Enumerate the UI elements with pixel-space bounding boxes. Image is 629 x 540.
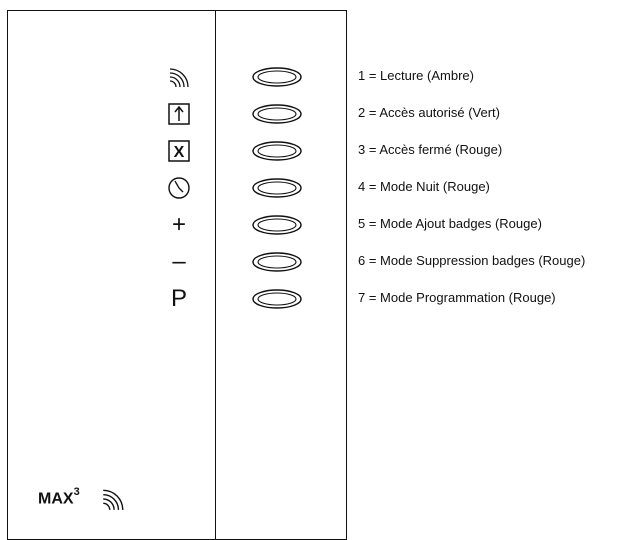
brand-signal-waves-icon — [103, 489, 124, 510]
led-indicator-6 — [252, 252, 302, 272]
letter-p-icon: P — [166, 286, 192, 312]
led-indicator-7 — [252, 289, 302, 309]
clock-icon — [166, 175, 192, 201]
indicator-label-6: 6 = Mode Suppression badges (Rouge) — [358, 253, 586, 268]
plus-glyph: + — [171, 211, 186, 238]
indicator-row-6: – 6 = Mode Suppression badges (Rouge) — [0, 247, 629, 277]
indicator-row-3: X 3 = Accès fermé (Rouge) — [0, 136, 629, 166]
brand-superscript: 3 — [73, 486, 80, 498]
plus-icon: + — [166, 212, 192, 238]
indicator-label-4: 4 = Mode Nuit (Rouge) — [358, 179, 490, 194]
led-indicator-5 — [252, 215, 302, 235]
up-arrow-box-icon — [166, 101, 192, 127]
panel-divider — [215, 10, 216, 540]
x-box-icon: X — [166, 138, 192, 164]
indicator-label-5: 5 = Mode Ajout badges (Rouge) — [358, 216, 542, 231]
p-glyph: P — [170, 285, 187, 312]
indicator-row-2: 2 = Accès autorisé (Vert) — [0, 99, 629, 129]
x-box-glyph: X — [174, 144, 185, 161]
indicator-label-1: 1 = Lecture (Ambre) — [358, 68, 474, 83]
indicator-label-2: 2 = Accès autorisé (Vert) — [358, 105, 500, 120]
led-indicator-2 — [252, 104, 302, 124]
device-panel — [7, 10, 347, 540]
brand-name: MAX — [38, 490, 74, 508]
indicator-row-5: + 5 = Mode Ajout badges (Rouge) — [0, 210, 629, 240]
brand-logo: MAX3 — [38, 486, 80, 508]
led-indicator-4 — [252, 178, 302, 198]
indicator-row-4: 4 = Mode Nuit (Rouge) — [0, 173, 629, 203]
signal-waves-icon — [166, 64, 192, 90]
indicator-row-7: P 7 = Mode Programmation (Rouge) — [0, 284, 629, 314]
indicator-label-3: 3 = Accès fermé (Rouge) — [358, 142, 503, 157]
minus-glyph: – — [172, 248, 186, 275]
minus-icon: – — [166, 249, 192, 275]
led-indicator-1 — [252, 67, 302, 87]
indicator-label-7: 7 = Mode Programmation (Rouge) — [358, 290, 556, 305]
indicator-row-1: 1 = Lecture (Ambre) — [0, 62, 629, 92]
led-indicator-3 — [252, 141, 302, 161]
